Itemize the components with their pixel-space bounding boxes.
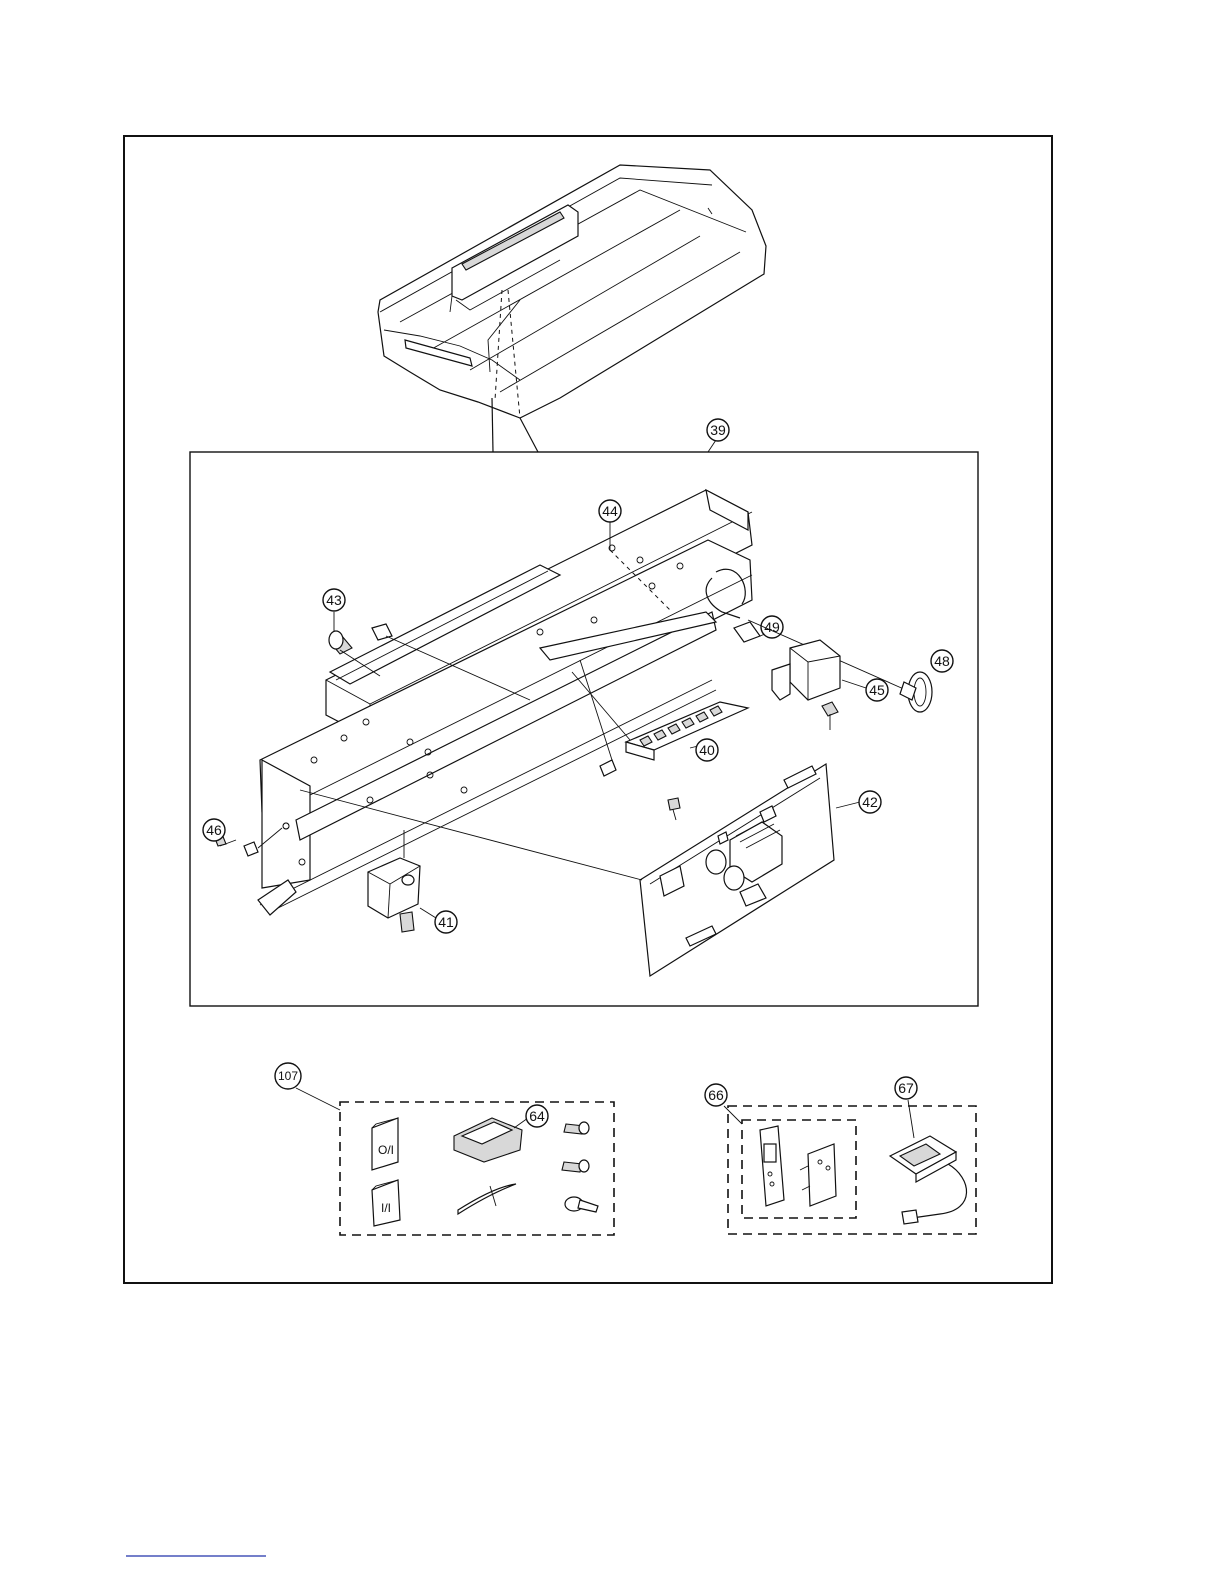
control-box-frame bbox=[190, 452, 978, 1006]
callout-39: 39 bbox=[707, 419, 729, 452]
svg-text:43: 43 bbox=[326, 592, 342, 608]
svg-text:67: 67 bbox=[898, 1080, 914, 1096]
ring-terminal bbox=[565, 1197, 598, 1212]
screw-a bbox=[564, 1122, 589, 1134]
part-45-transformer: 45 bbox=[772, 640, 888, 730]
part-64-remote-holder: 64 bbox=[454, 1105, 548, 1162]
callout-107: 107 bbox=[275, 1063, 340, 1110]
installation-manual: I/I bbox=[372, 1180, 400, 1226]
svg-text:107: 107 bbox=[278, 1069, 298, 1083]
remote-controller bbox=[760, 1126, 784, 1206]
svg-text:66: 66 bbox=[708, 1087, 724, 1103]
svg-text:45: 45 bbox=[869, 682, 885, 698]
svg-text:39: 39 bbox=[710, 422, 726, 438]
svg-text:40: 40 bbox=[699, 742, 715, 758]
svg-text:O/I: O/I bbox=[378, 1143, 394, 1157]
svg-text:44: 44 bbox=[602, 503, 618, 519]
svg-text:41: 41 bbox=[438, 914, 454, 930]
operating-manual: O/I bbox=[372, 1118, 398, 1170]
cable-tie bbox=[458, 1184, 516, 1214]
svg-text:42: 42 bbox=[862, 794, 878, 810]
remote-box-66 bbox=[742, 1120, 856, 1218]
control-box-bracket bbox=[258, 490, 752, 915]
svg-text:46: 46 bbox=[206, 822, 222, 838]
part-41-housing: 41 bbox=[368, 830, 457, 933]
screw-b bbox=[562, 1160, 589, 1172]
callout-66: 66 bbox=[705, 1084, 742, 1124]
part-67-receiver: 67 bbox=[890, 1077, 967, 1224]
remote-holder bbox=[800, 1144, 836, 1206]
svg-text:64: 64 bbox=[529, 1108, 545, 1124]
indoor-unit-body bbox=[378, 165, 766, 418]
svg-text:I/I: I/I bbox=[381, 1201, 391, 1215]
svg-text:49: 49 bbox=[764, 619, 780, 635]
svg-text:48: 48 bbox=[934, 653, 950, 669]
